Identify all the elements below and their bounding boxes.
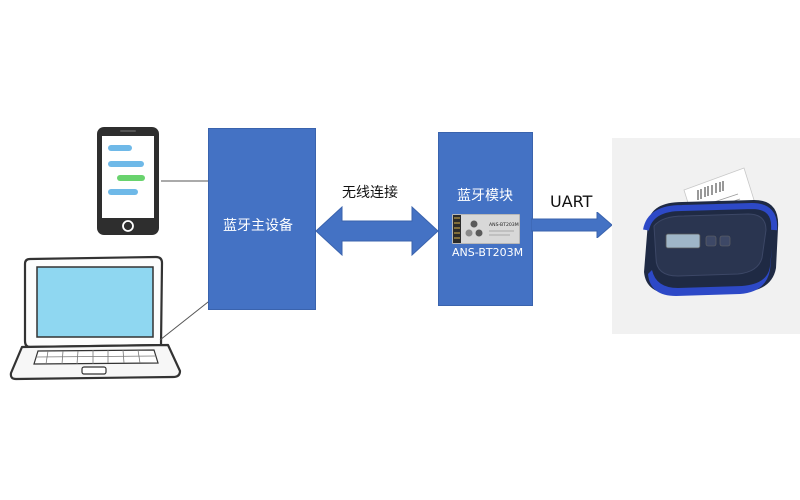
bt-module-label: 蓝牙模块 — [457, 188, 513, 204]
wireless-double-arrow — [315, 205, 439, 257]
bt-module-chip-icon: ANS-BT203M — [452, 214, 520, 244]
bluetooth-master-box: 蓝牙主设备 — [208, 128, 316, 310]
uart-label: UART — [550, 192, 593, 211]
uart-arrow — [531, 212, 613, 238]
chip-print-text: ANS-BT203M — [489, 222, 519, 228]
thermal-printer-icon — [643, 167, 779, 296]
master-device-label: 蓝牙主设备 — [223, 218, 293, 234]
printer-photo-panel — [612, 138, 800, 334]
bt-module-model-label: ANS-BT203M — [452, 246, 524, 259]
wireless-connection-label: 无线连接 — [342, 185, 398, 201]
smartphone-icon — [97, 127, 159, 235]
laptop-icon — [9, 255, 182, 381]
